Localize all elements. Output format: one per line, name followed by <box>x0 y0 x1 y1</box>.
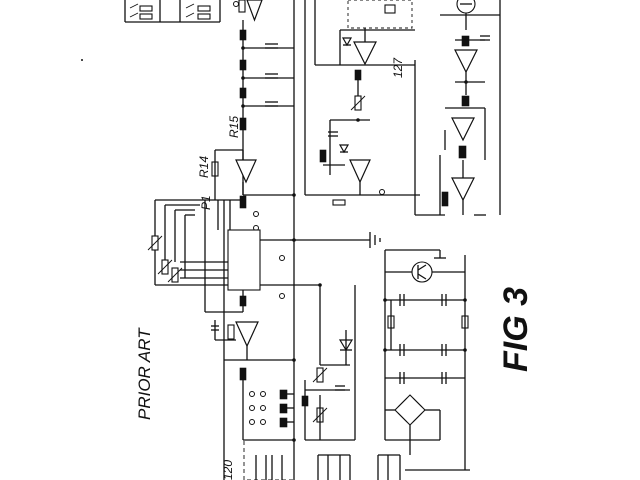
top-left-switch-bank <box>124 0 246 23</box>
power-supply-network <box>384 249 469 470</box>
central-ic-block <box>155 200 320 312</box>
label-r14: R14 <box>197 156 211 178</box>
lower-left-amplifier <box>205 311 294 441</box>
middle-network <box>301 285 356 441</box>
bottom-transformers <box>243 439 470 480</box>
label-127: 127 <box>391 57 405 78</box>
figure-caption: FIG 3 <box>497 287 535 372</box>
label-120: 120 <box>221 460 235 480</box>
stray-mark <box>81 59 83 61</box>
far-right-chain <box>440 0 500 216</box>
right-amplifier-block <box>314 0 415 206</box>
label-r15: R15 <box>227 116 241 138</box>
left-amplifier-chain <box>205 0 294 231</box>
junction-dots <box>241 46 468 442</box>
potentiometer-network <box>147 199 206 312</box>
prior-art-label: PRIOR ART <box>135 327 154 420</box>
label-p1: P1 <box>199 195 213 210</box>
